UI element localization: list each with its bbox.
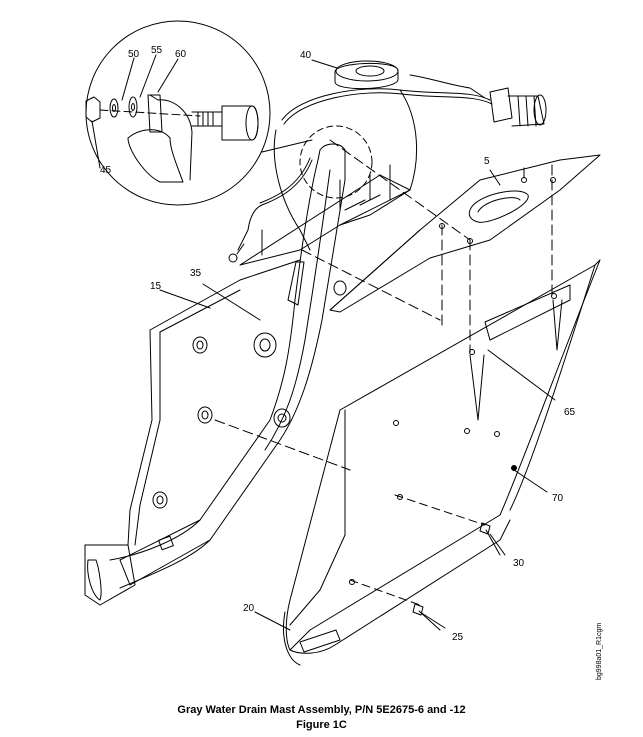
callout-labels: 40 50 55 60 45 5 35 15 65 70 30 20 25 [100,45,576,643]
alignment-line [394,494,486,526]
flange-5 [261,154,601,355]
callout-40: 40 [300,50,312,61]
callout-20: 20 [243,603,255,614]
callout-70: 70 [552,493,564,504]
figure-title: Gray Water Drain Mast Assembly, P/N 5E26… [177,704,466,716]
assembly-diagram: 40 50 55 60 45 5 35 15 65 70 30 20 25 bg… [84,20,603,680]
alignment-line [349,579,421,606]
screw-25 [412,603,441,631]
cable-connector [281,74,547,191]
callout-55: 55 [151,45,163,56]
callout-50: 50 [128,49,140,60]
alignment-line [214,419,351,471]
callout-45: 45 [100,165,112,176]
junction-highlight [299,125,373,199]
callout-15: 15 [150,281,162,292]
mounting-bracket [239,174,411,266]
alignment-line [301,249,441,321]
figure-number: Figure 1C [296,719,347,731]
mast-tube [109,143,346,589]
drain-tip [84,535,174,606]
part-40 [311,59,399,90]
screw-30 [479,522,501,556]
plate-15 [127,259,347,546]
callout-30: 30 [513,558,525,569]
drawing-id: bg998a01_R1cgm [596,623,603,680]
detail-view [85,20,313,206]
callout-5: 5 [484,156,490,167]
callout-65: 65 [564,407,576,418]
alignment-line [329,139,471,241]
callout-60: 60 [175,49,187,60]
panel-20 [283,259,601,666]
callout-35: 35 [190,268,202,279]
leader-lines [159,169,556,631]
callout-25: 25 [452,632,464,643]
